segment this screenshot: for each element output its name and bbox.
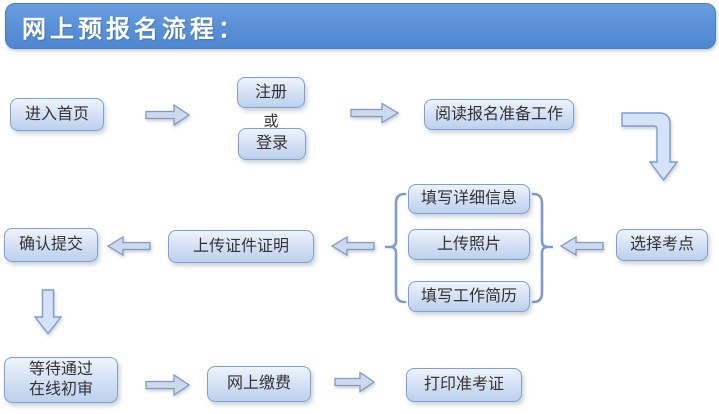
arrow-right-icon (350, 102, 400, 124)
node-online-payment: 网上缴费 (207, 366, 311, 402)
node-label: 阅读报名准备工作 (434, 105, 563, 123)
node-label: 在线初审 (28, 381, 93, 398)
node-label: 登录 (255, 135, 288, 152)
bent-arrow-down-icon (621, 110, 678, 183)
node-upload-photo: 上传照片 (408, 229, 530, 260)
node-label: 上传证件证明 (192, 237, 289, 255)
node-read-preparation: 阅读报名准备工作 (424, 99, 574, 130)
node-label: 确认提交 (18, 236, 83, 253)
node-label: 网上缴费 (226, 375, 291, 392)
arrow-right-icon (145, 373, 191, 397)
arrow-right-icon (334, 371, 376, 393)
node-label: 进入首页 (24, 105, 89, 123)
node-confirm-submit: 确认提交 (4, 228, 98, 262)
page-title: 网上预报名流程： (22, 15, 246, 43)
arrow-left-icon (560, 236, 604, 256)
arrow-down-icon (34, 289, 62, 335)
node-fill-details: 填写详细信息 (408, 184, 530, 214)
arrow-left-icon (331, 236, 375, 256)
or-label: 或 (263, 113, 279, 130)
node-print-admission: 打印准考证 (406, 368, 522, 402)
node-wait-review: 等待通过 在线初审 (4, 357, 118, 403)
node-upload-certificates: 上传证件证明 (168, 230, 314, 263)
node-label: 上传照片 (436, 235, 501, 253)
right-bracket-icon (531, 192, 555, 304)
left-bracket-icon (383, 192, 407, 304)
node-label: 选择考点 (629, 236, 694, 253)
node-login: 登录 (238, 128, 306, 160)
node-label: 填写详细信息 (420, 190, 517, 207)
node-label: 打印准考证 (423, 376, 504, 393)
node-fill-resume: 填写工作简历 (408, 281, 530, 312)
node-register: 注册 (237, 77, 305, 108)
arrow-right-icon (145, 103, 191, 127)
arrow-left-icon (107, 236, 151, 256)
node-label: 注册 (254, 83, 287, 101)
node-enter-homepage: 进入首页 (10, 98, 104, 131)
header-bar: 网上预报名流程： (5, 3, 716, 49)
node-label: 填写工作简历 (420, 287, 517, 305)
node-select-exam-site: 选择考点 (616, 229, 708, 261)
node-label: 等待通过 (28, 361, 93, 378)
